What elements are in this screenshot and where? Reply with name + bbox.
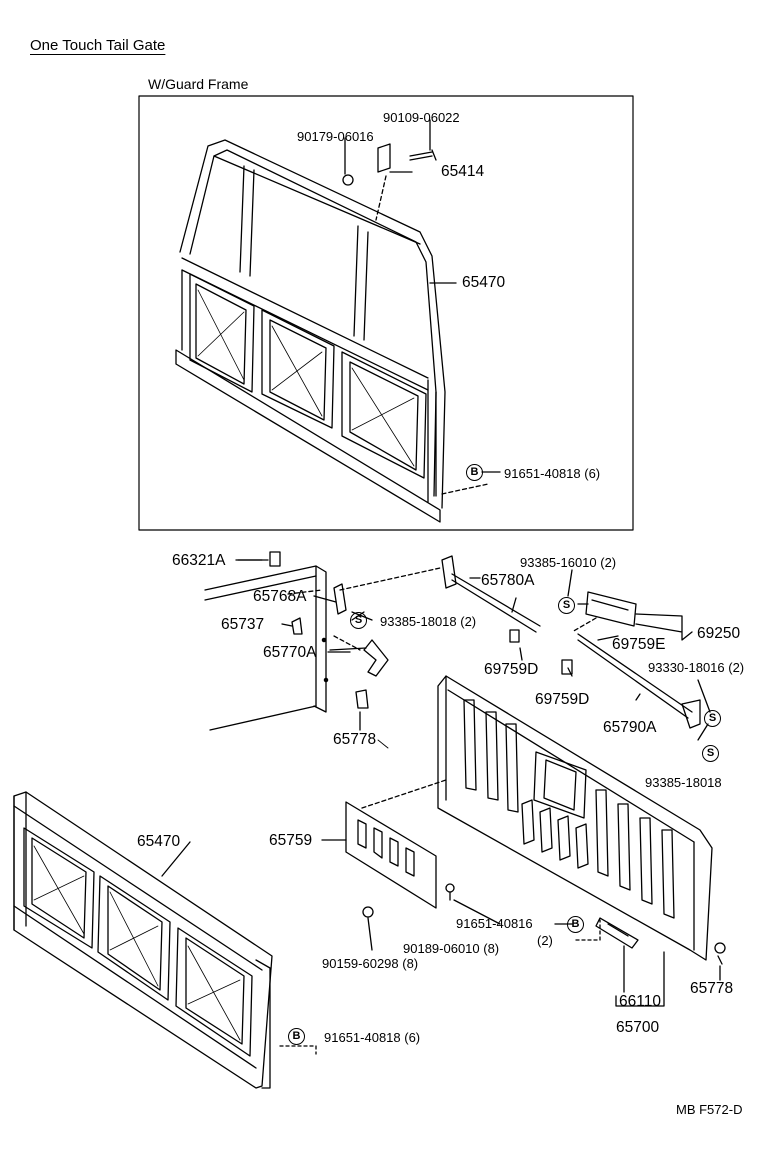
part-label-90189: 90189-06010 (8) [403, 941, 500, 956]
part-label-93330-18016: 93330-18016 (2) [648, 660, 745, 675]
part-label-91651-40816-qty: (2) [537, 933, 553, 948]
part-label-65778-right: 65778 [690, 980, 734, 997]
section-label: W/Guard Frame [148, 76, 249, 92]
part-label-65470-upper: 65470 [462, 274, 506, 291]
screw-marker-icon: S [704, 710, 721, 727]
part-label-66110: 66110 [619, 993, 661, 1010]
guard-frame-inset-box [138, 95, 634, 531]
rod-and-handle-drawing [441, 555, 711, 741]
part-label-93385-16010: 93385-16010 (2) [520, 555, 617, 570]
part-label-69759D-right: 69759D [535, 691, 590, 708]
screw-marker-icon: S [558, 597, 575, 614]
page-title: One Touch Tail Gate [30, 37, 166, 54]
bolt-marker-icon: B [288, 1028, 305, 1045]
part-label-65780A: 65780A [481, 572, 535, 589]
bolt-marker-icon: B [567, 916, 584, 933]
part-label-91651-40816: 91651-40816 [456, 916, 533, 931]
tailgate-drawing [361, 675, 726, 1007]
part-label-69759E: 69759E [612, 636, 666, 653]
part-label-65768A: 65768A [253, 588, 307, 605]
part-label-90109: 90109-06022 [383, 110, 460, 125]
guard-frame-drawing [175, 119, 501, 523]
part-label-65770A: 65770A [263, 644, 317, 661]
part-label-65470-lower: 65470 [137, 833, 181, 850]
part-label-90179: 90179-06016 [297, 129, 374, 144]
part-label-69250: 69250 [697, 625, 741, 642]
screw-marker-icon: S [350, 612, 367, 629]
part-label-91651-40818-bottom: 91651-40818 (6) [324, 1030, 421, 1045]
part-label-91651-40818-top: 91651-40818 (6) [504, 466, 601, 481]
part-label-65700: 65700 [616, 1019, 660, 1036]
plate-65759-drawing [321, 801, 501, 951]
part-label-90159: 90159-60298 (8) [322, 956, 419, 971]
part-label-65778-left: 65778 [333, 731, 377, 748]
part-label-93385-18018-2: 93385-18018 (2) [380, 614, 477, 629]
part-label-65759: 65759 [269, 832, 313, 849]
bed-side-drawing [204, 551, 441, 749]
drawing-id: MB F572-D [676, 1102, 743, 1117]
part-label-66321A: 66321A [172, 552, 226, 569]
part-label-65790A: 65790A [603, 719, 657, 736]
screw-marker-icon: S [702, 745, 719, 762]
part-label-65414: 65414 [441, 163, 485, 180]
part-label-65737: 65737 [221, 616, 265, 633]
part-label-93385-18018: 93385-18018 [645, 775, 722, 790]
part-label-69759D-left: 69759D [484, 661, 539, 678]
lower-panel-drawing [13, 791, 317, 1089]
bolt-marker-icon: B [466, 464, 483, 481]
